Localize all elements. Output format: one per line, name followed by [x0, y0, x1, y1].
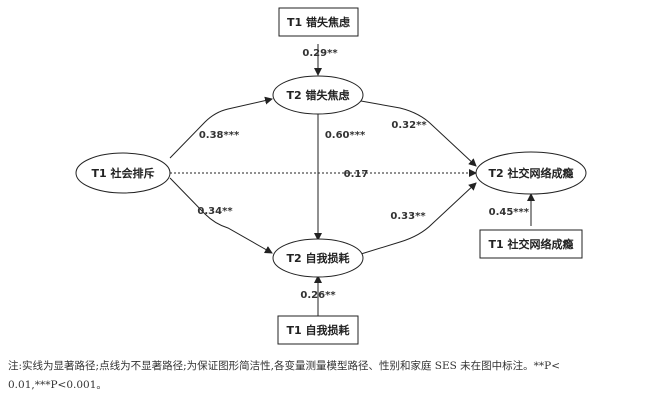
- node-t2-fomo-label: T2 错失焦虑: [287, 88, 350, 102]
- node-t2-depletion: T2 自我损耗: [272, 238, 364, 278]
- node-t1-addiction-label: T1 社交网络成瘾: [489, 237, 574, 251]
- coef-addiction-autoreg: 0.45***: [489, 207, 530, 218]
- node-t2-addiction: T2 社交网络成瘾: [475, 151, 587, 195]
- coef-fomo-autoreg: 0.29**: [302, 48, 338, 59]
- coef-exclusion-to-addiction: 0.17: [344, 169, 369, 180]
- path-exclusion-to-fomo: [169, 96, 273, 159]
- path-diagram: T1 错失焦虑 T1 社交网络成瘾 T1 自我损耗 T1 社会排斥 T2 错失焦…: [75, 7, 587, 345]
- footnote-line-1: 注:实线为显著路径;点线为不显著路径;为保证图形简洁性,各变量测量模型路径、性别…: [8, 360, 561, 372]
- footnote-line-2: 0.01,***P<0.001。: [8, 379, 107, 391]
- coef-exclusion-to-fomo: 0.38***: [199, 130, 240, 141]
- diagram-edges: [169, 44, 535, 316]
- path-exclusion-to-depletion: [169, 177, 273, 254]
- path-depletion-to-addiction: [360, 182, 477, 255]
- node-t1-exclusion: T1 社会排斥: [75, 152, 171, 194]
- node-t2-addiction-label: T2 社交网络成瘾: [489, 166, 574, 180]
- node-t2-fomo: T2 错失焦虑: [272, 75, 364, 115]
- path-fomo-to-addiction: [360, 100, 477, 167]
- node-t1-exclusion-label: T1 社会排斥: [92, 166, 155, 180]
- coef-exclusion-to-depletion: 0.34**: [197, 206, 233, 217]
- node-t1-fomo-label: T1 错失焦虑: [287, 15, 350, 29]
- node-t1-fomo: T1 错失焦虑: [278, 7, 359, 37]
- node-t1-addiction: T1 社交网络成瘾: [479, 229, 583, 259]
- coef-fomo-to-depletion: 0.60***: [325, 130, 366, 141]
- node-t1-depletion: T1 自我损耗: [277, 315, 359, 345]
- coef-fomo-to-addiction: 0.32**: [391, 120, 427, 131]
- node-t2-depletion-label: T2 自我损耗: [287, 251, 350, 265]
- node-t1-depletion-label: T1 自我损耗: [287, 323, 350, 337]
- figure-footnote: 注:实线为显著路径;点线为不显著路径;为保证图形简洁性,各变量测量模型路径、性别…: [8, 357, 656, 395]
- coef-depletion-autoreg: 0.26**: [300, 290, 336, 301]
- coef-depletion-to-addiction: 0.33**: [390, 211, 426, 222]
